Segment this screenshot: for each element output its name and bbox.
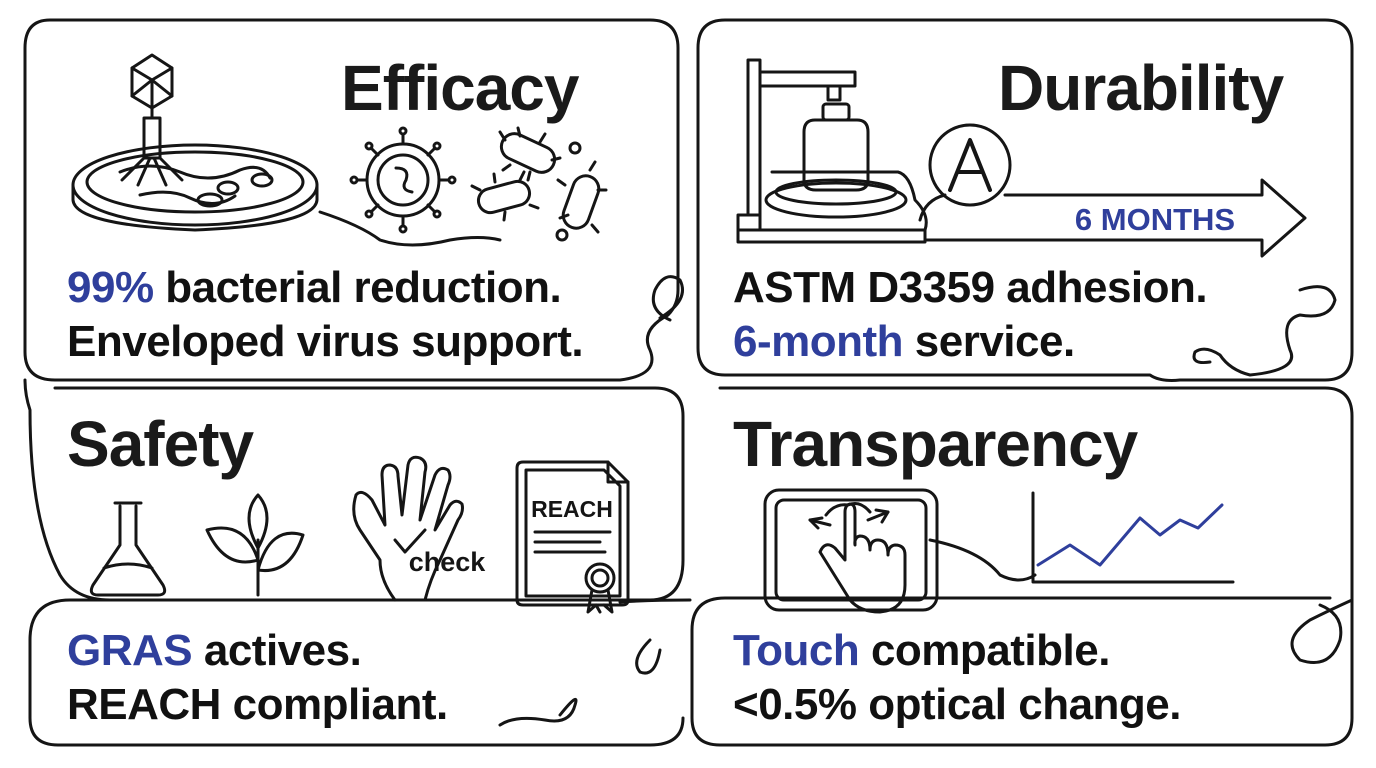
efficacy-highlight: 99% (67, 263, 154, 312)
petri-dish-icon (71, 143, 319, 232)
safety-panel-border (28, 386, 685, 747)
connector-line (635, 638, 662, 675)
efficacy-line-2: Enveloped virus support. (67, 317, 584, 366)
line-chart-icon (1031, 491, 1235, 584)
connector-line (651, 275, 684, 322)
transparency-line-1-text: compatible. (859, 626, 1110, 675)
connector-line (1290, 598, 1354, 664)
durability-line-1: ASTM D3359 adhesion. (733, 263, 1208, 312)
grade-badge-icon (918, 123, 1012, 222)
arrow-label: 6 MONTHS (1075, 202, 1235, 237)
bacteria-icon (470, 126, 608, 242)
durability-line-2: 6-month service. (733, 320, 1075, 364)
certificate-label: REACH (531, 496, 613, 522)
efficacy-title: Efficacy (341, 52, 579, 124)
flask-icon (89, 501, 167, 597)
safety-line-1-text: actives. (192, 626, 362, 675)
efficacy-line-1: 99% bacterial reduction. (67, 263, 562, 312)
weight-icon (802, 102, 870, 192)
touchscreen-hand-icon (763, 488, 939, 614)
durability-highlight: 6-month (733, 317, 904, 366)
bacteriophage-icon (120, 53, 184, 187)
connector-line (928, 538, 1037, 582)
efficacy-line-1-text: bacterial reduction. (153, 263, 562, 312)
connector-line (318, 210, 502, 247)
connector-line (1192, 285, 1337, 377)
transparency-line-1: Touch compatible. (733, 629, 1110, 673)
transparency-highlight: Touch (733, 626, 860, 675)
hand-icon (352, 455, 464, 602)
plant-icon (205, 493, 305, 597)
durability-line-2-text: service. (903, 317, 1075, 366)
efficacy-panel-border (23, 18, 680, 382)
safety-line-2: REACH compliant. (67, 680, 448, 729)
certificate-icon (515, 460, 630, 614)
safety-title: Safety (67, 408, 254, 480)
test-press-icon (736, 58, 928, 244)
virus-icon (349, 126, 457, 234)
transparency-line-2: <0.5% optical change. (733, 680, 1182, 729)
arrow-right-icon (923, 178, 1307, 258)
durability-title: Durability (998, 52, 1284, 124)
transparency-title: Transparency (733, 408, 1138, 480)
check-label: check (409, 547, 487, 577)
safety-highlight: GRAS (67, 626, 193, 675)
safety-line-1: GRAS actives. (67, 626, 362, 675)
transparency-panel-border (690, 386, 1354, 747)
durability-panel-border (696, 18, 1354, 382)
connector-line (23, 378, 112, 602)
connector-line (618, 598, 692, 604)
connector-line (498, 697, 578, 727)
